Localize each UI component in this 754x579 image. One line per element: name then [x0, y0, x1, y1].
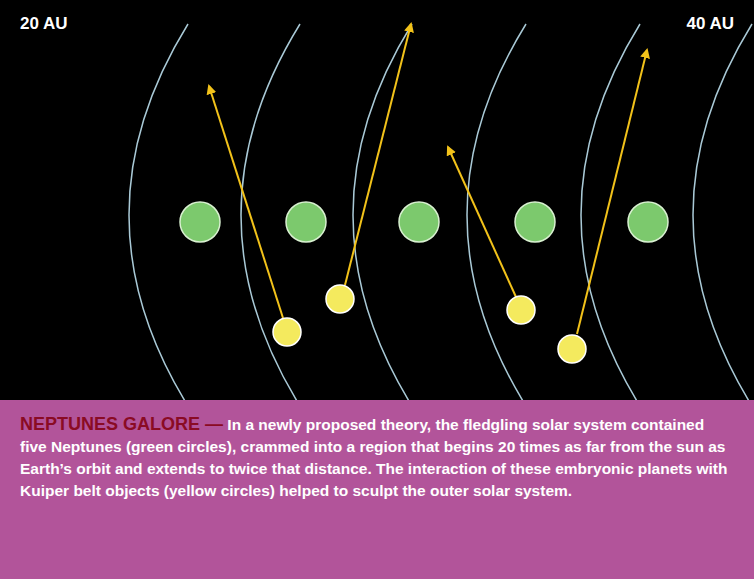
scatter-arrows	[209, 24, 647, 334]
caption-title: NEPTUNES GALORE —	[20, 414, 223, 434]
distance-label: 40 AU	[686, 14, 734, 34]
orbit-illustration	[0, 0, 754, 400]
orbit-arcs	[129, 24, 752, 400]
caption-block: NEPTUNES GALORE — In a newly proposed th…	[20, 413, 734, 502]
distance-label: 20 AU	[20, 14, 68, 34]
kuiper-objects	[273, 285, 586, 363]
